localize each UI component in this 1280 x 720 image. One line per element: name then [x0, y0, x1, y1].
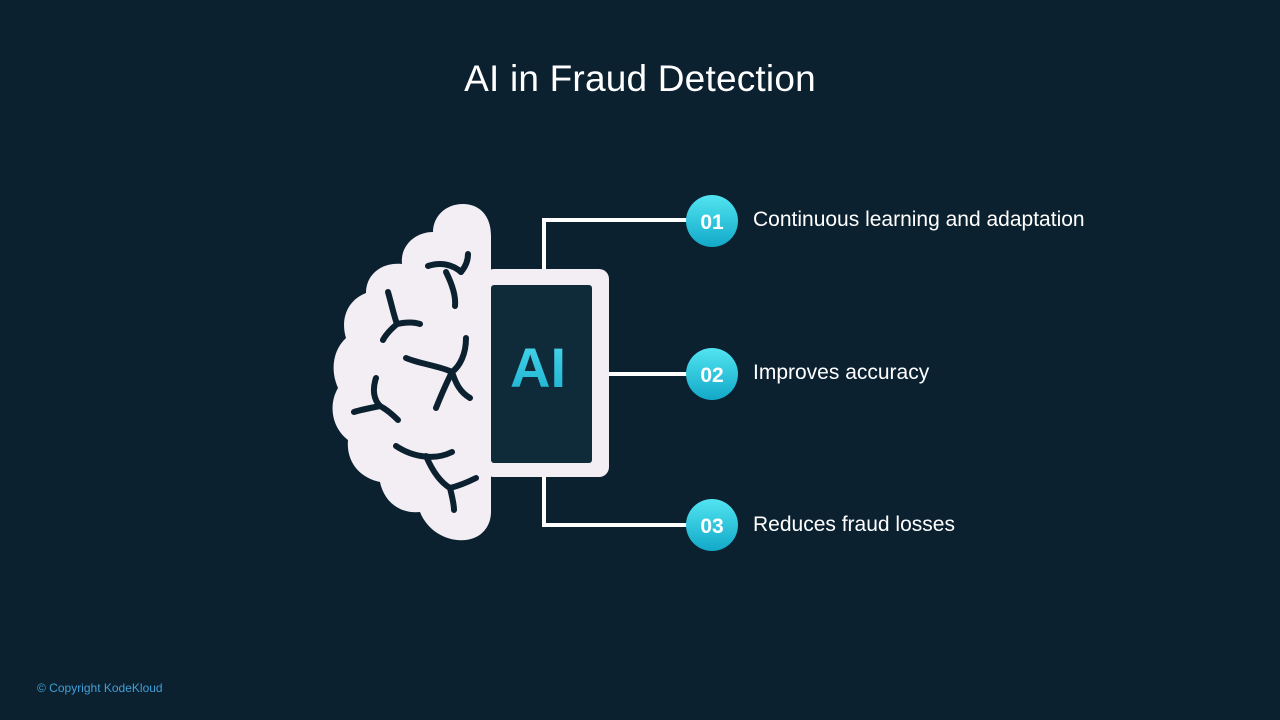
brain-fold — [403, 355, 455, 375]
ai-chip: AI — [484, 269, 609, 477]
brain-fold — [458, 251, 471, 275]
brain-fold — [377, 403, 401, 423]
brain-fold — [433, 369, 455, 411]
connector-line-01 — [542, 218, 700, 272]
brain-fold — [443, 269, 459, 309]
badge-02: 02 — [686, 348, 738, 400]
copyright-notice: © Copyright KodeKloud — [37, 681, 163, 695]
badge-03: 03 — [686, 499, 738, 551]
item-label-03: Reduces fraud losses — [753, 513, 955, 536]
badge-number: 02 — [700, 364, 723, 387]
brain-fold — [447, 485, 457, 513]
page-title: AI in Fraud Detection — [464, 58, 816, 99]
ai-chip-label: AI — [510, 336, 566, 399]
item-label-01: Continuous learning and adaptation — [753, 208, 1085, 231]
badge-number: 01 — [700, 211, 724, 234]
item-label-02: Improves accuracy — [753, 361, 930, 384]
badge-number: 03 — [700, 515, 723, 538]
connector-lines — [542, 218, 700, 527]
brain-icon — [332, 204, 491, 541]
connector-line-03 — [542, 476, 700, 527]
brain-fold — [394, 319, 423, 327]
badge-01: 01 — [686, 195, 738, 247]
